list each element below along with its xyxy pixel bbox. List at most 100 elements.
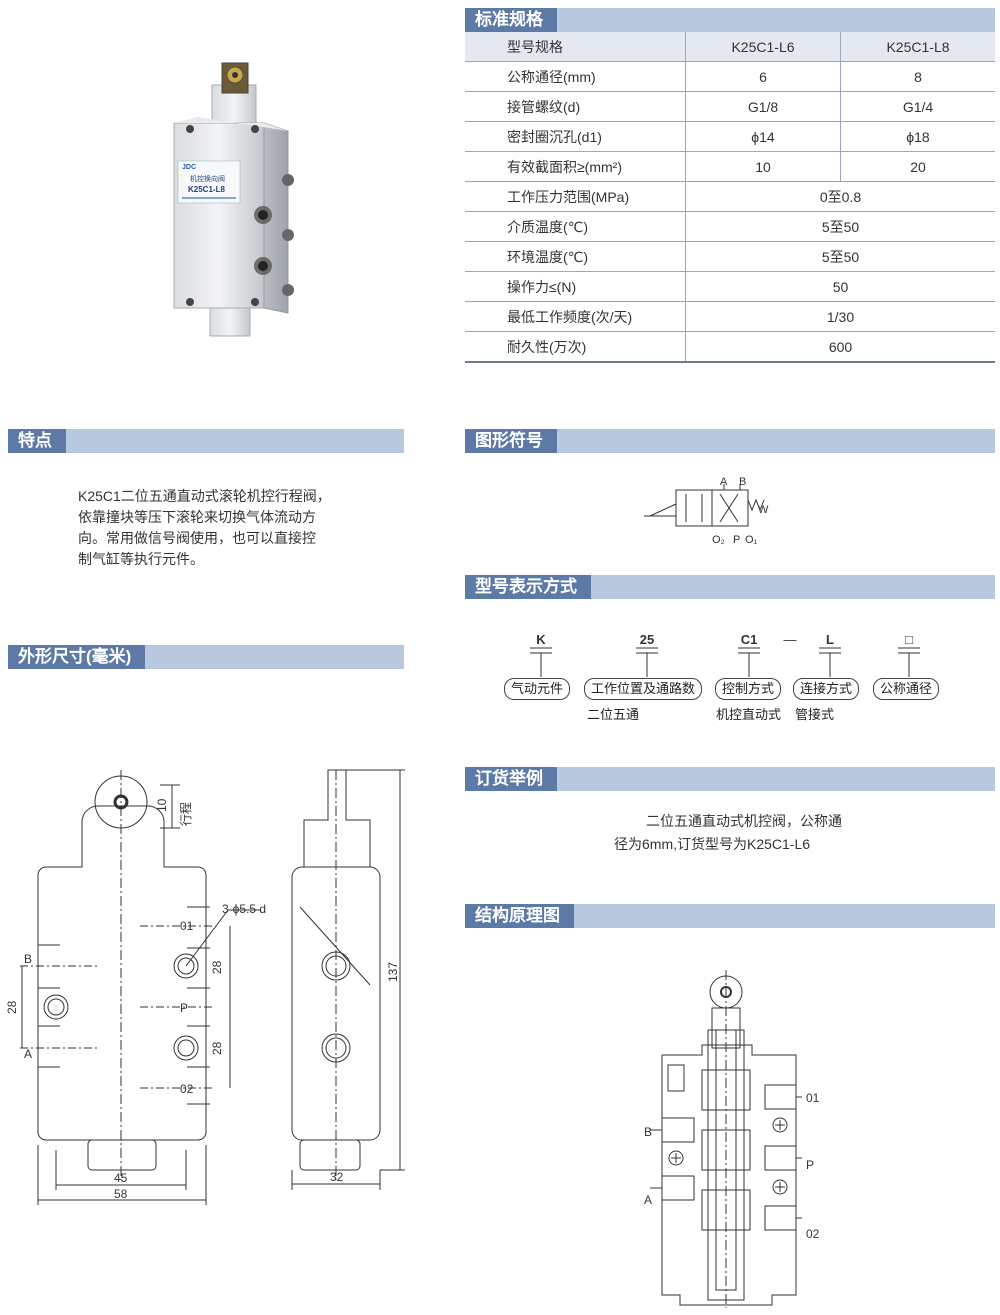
spec-row-value: 5至50 xyxy=(685,241,995,272)
plate-line1: 机控换向阀 xyxy=(190,174,225,183)
symbol-title: 图形符号 xyxy=(465,429,557,453)
spec-row: 最低工作频度(次/天)1/30 xyxy=(465,301,995,332)
dimensions-title: 外形尺寸(毫米) xyxy=(8,645,146,669)
plate-model: K25C1-L8 xyxy=(188,185,225,194)
spec-row: 介质温度(℃)5至50 xyxy=(465,211,995,242)
spec-row-v2: G1/4 xyxy=(840,91,995,122)
features-line: 向。常用做信号阀使用，也可以直接控 xyxy=(78,530,316,546)
spec-row-value: 0至0.8 xyxy=(685,181,995,212)
spec-row-value: 5至50 xyxy=(685,211,995,242)
dim-stroke-value: 10 xyxy=(155,798,169,812)
order-line: 二位五通直动式机控阀，公称通 xyxy=(646,813,842,829)
spec-row-v2: 20 xyxy=(840,151,995,182)
model-connector-lines xyxy=(530,647,920,677)
symbol-label-o2: O₂ xyxy=(712,534,725,546)
features-line: K25C1二位五通直动式滚轮机控行程阀， xyxy=(78,488,331,504)
symbol-label-w: W xyxy=(758,504,769,516)
sub-connection: 管接式 xyxy=(795,707,835,722)
tag-connection: 连接方式 xyxy=(793,678,860,700)
spec-section-header: 标准规格 xyxy=(465,8,995,32)
spec-row-label: 工作压力范围(MPa) xyxy=(465,181,686,212)
structure-label-b: B xyxy=(644,1125,652,1139)
spec-row-value: 1/30 xyxy=(685,301,995,332)
features-title: 特点 xyxy=(8,429,66,453)
dim-28-upper: 28 xyxy=(210,960,224,974)
spec-header-col1: K25C1-L6 xyxy=(685,32,841,62)
code-k: K xyxy=(536,632,546,647)
spec-row-label: 耐久性(万次) xyxy=(465,331,686,363)
code-25: 25 xyxy=(639,632,655,647)
structure-label-a: A xyxy=(644,1193,652,1207)
dim-width-45: 45 xyxy=(114,1171,128,1185)
tag-control: 控制方式 xyxy=(715,678,782,700)
sub-positions: 二位五通 xyxy=(587,707,640,722)
spec-row-label: 操作力≤(N) xyxy=(465,271,686,302)
tag-positions: 工作位置及通路数 xyxy=(584,678,703,700)
tag-pneumatic: 气动元件 xyxy=(504,678,571,700)
dim-port-p: P xyxy=(180,1001,188,1015)
dim-width-58: 58 xyxy=(114,1187,128,1201)
dim-28-lower: 28 xyxy=(210,1041,224,1055)
model-title: 型号表示方式 xyxy=(465,575,591,599)
dim-port-a: A xyxy=(24,1047,32,1061)
code-c1: C1 xyxy=(740,632,758,647)
model-section-header: 型号表示方式 xyxy=(465,575,995,599)
spec-header-label: 型号规格 xyxy=(465,32,686,62)
spec-row-label: 最低工作频度(次/天) xyxy=(465,301,686,332)
dimension-drawing: 10 行程 3-ϕ5.5 d 01 B P A 02 28 28 28 45 5… xyxy=(5,769,405,1205)
structure-label-01: 01 xyxy=(806,1091,820,1105)
spec-row-label: 环境温度(℃) xyxy=(465,241,686,272)
order-line: 径为6mm,订货型号为K25C1-L6 xyxy=(614,836,811,852)
sub-control: 机控直动式 xyxy=(716,707,782,722)
code-l: L xyxy=(826,632,834,647)
dim-stroke-label: 行程 xyxy=(178,802,193,826)
dim-height-137: 137 xyxy=(386,962,400,982)
features-line: 制气缸等执行元件。 xyxy=(78,551,204,567)
spec-row-v1: G1/8 xyxy=(685,91,841,122)
spec-row-label: 接管螺纹(d) xyxy=(465,91,686,122)
dim-hole-label: 3-ϕ5.5 d xyxy=(222,902,266,916)
code-box: □ xyxy=(905,632,913,647)
code-dash: — xyxy=(783,632,797,647)
structure-label-02: 02 xyxy=(806,1227,820,1241)
dimensions-section-header: 外形尺寸(毫米) xyxy=(8,645,404,669)
spec-row-label: 有效截面积≥(mm²) xyxy=(465,151,686,182)
features-line: 依靠撞块等压下滚轮来切换气体流动方 xyxy=(78,509,316,525)
product-photo: JDC 机控换向阀 K25C1-L8 xyxy=(173,62,294,337)
symbol-label-o1: O₁ xyxy=(745,534,758,546)
order-title: 订货举例 xyxy=(465,767,557,791)
structure-diagram: 01 B P A 02 xyxy=(644,970,820,1308)
spec-row-v1: 6 xyxy=(685,61,841,92)
structure-label-p: P xyxy=(806,1158,814,1172)
spec-row-value: 50 xyxy=(685,271,995,302)
features-text: K25C1二位五通直动式滚轮机控行程阀， 依靠撞块等压下滚轮来切换气体流动方 向… xyxy=(78,486,378,570)
spec-row-label: 介质温度(℃) xyxy=(465,211,686,242)
spec-title: 标准规格 xyxy=(465,8,557,32)
spec-row: 耐久性(万次)600 xyxy=(465,331,995,363)
spec-header-row: 型号规格 K25C1-L6 K25C1-L8 xyxy=(465,32,995,62)
spec-row-v2: ϕ18 xyxy=(840,121,995,152)
order-text: 二位五通直动式机控阀，公称通 径为6mm,订货型号为K25C1-L6 xyxy=(614,810,874,856)
dim-width-32: 32 xyxy=(330,1170,344,1184)
symbol-label-b: B xyxy=(739,476,746,488)
spec-row: 环境温度(℃)5至50 xyxy=(465,241,995,272)
symbol-label-p: P xyxy=(733,534,740,546)
spec-row: 工作压力范围(MPa)0至0.8 xyxy=(465,181,995,212)
symbol-section-header: 图形符号 xyxy=(465,429,995,453)
dim-port-02: 02 xyxy=(180,1082,194,1096)
dim-port-01: 01 xyxy=(180,919,194,933)
spec-row-label: 密封圈沉孔(d1) xyxy=(465,121,686,152)
spec-row-v1: 10 xyxy=(685,151,841,182)
spec-row-v1: ϕ14 xyxy=(685,121,841,152)
dim-28-left: 28 xyxy=(5,1000,19,1014)
tag-bore: 公称通径 xyxy=(873,678,940,700)
features-section-header: 特点 xyxy=(8,429,404,453)
spec-row-value: 600 xyxy=(685,331,995,363)
plate-brand: JDC xyxy=(182,164,196,171)
spec-row-v2: 8 xyxy=(840,61,995,92)
order-section-header: 订货举例 xyxy=(465,767,995,791)
